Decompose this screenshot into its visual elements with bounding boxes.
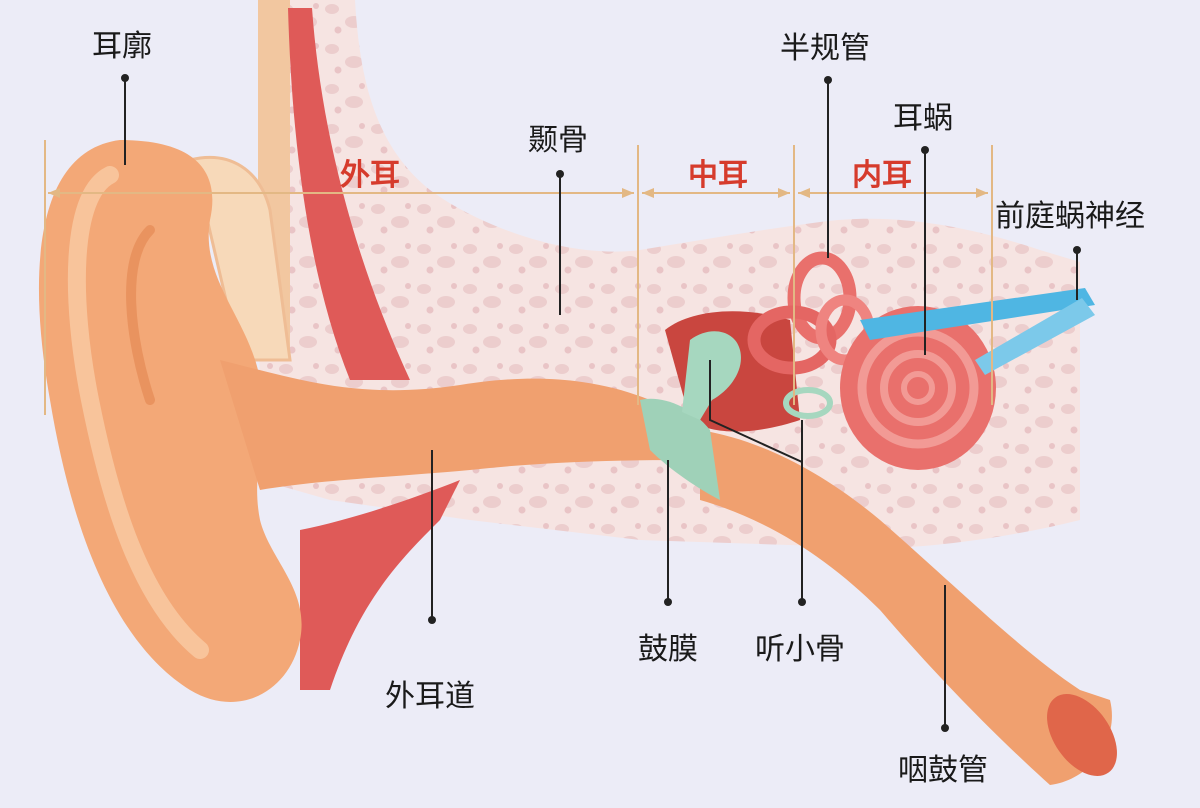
eustachian-tube-opening	[1047, 694, 1117, 776]
label-ear-canal: 外耳道	[385, 679, 475, 714]
label-eardrum: 鼓膜	[638, 632, 698, 667]
region-label-inner-ear: 内耳	[852, 158, 912, 193]
label-vestibulocochlear-nerve: 前庭蜗神经	[995, 199, 1145, 234]
region-label-middle-ear: 中耳	[688, 158, 748, 193]
muscle-upper	[288, 8, 410, 380]
auricle-shape	[38, 140, 302, 702]
label-eustachian-tube: 咽鼓管	[898, 753, 988, 788]
region-dimension-lines	[44, 140, 993, 415]
label-auricle: 耳廓	[92, 29, 152, 64]
cochlea-shape	[840, 306, 996, 470]
label-semicircular-canals: 半规管	[780, 31, 870, 66]
region-arrowheads	[48, 188, 988, 198]
leader-lines	[124, 78, 1078, 728]
leader-dots	[121, 74, 1081, 732]
ear-canal-shape	[220, 360, 700, 490]
label-temporal-bone: 颞骨	[528, 123, 588, 158]
label-ossicles: 听小骨	[755, 632, 845, 667]
region-label-outer-ear: 外耳	[340, 158, 400, 193]
eardrum-shape	[640, 398, 720, 500]
stapes-shape	[783, 387, 833, 419]
nerve-shape	[860, 288, 1095, 375]
muscle-lower	[300, 480, 460, 690]
label-cochlea: 耳蜗	[893, 101, 953, 136]
ossicles-shape	[682, 331, 741, 420]
